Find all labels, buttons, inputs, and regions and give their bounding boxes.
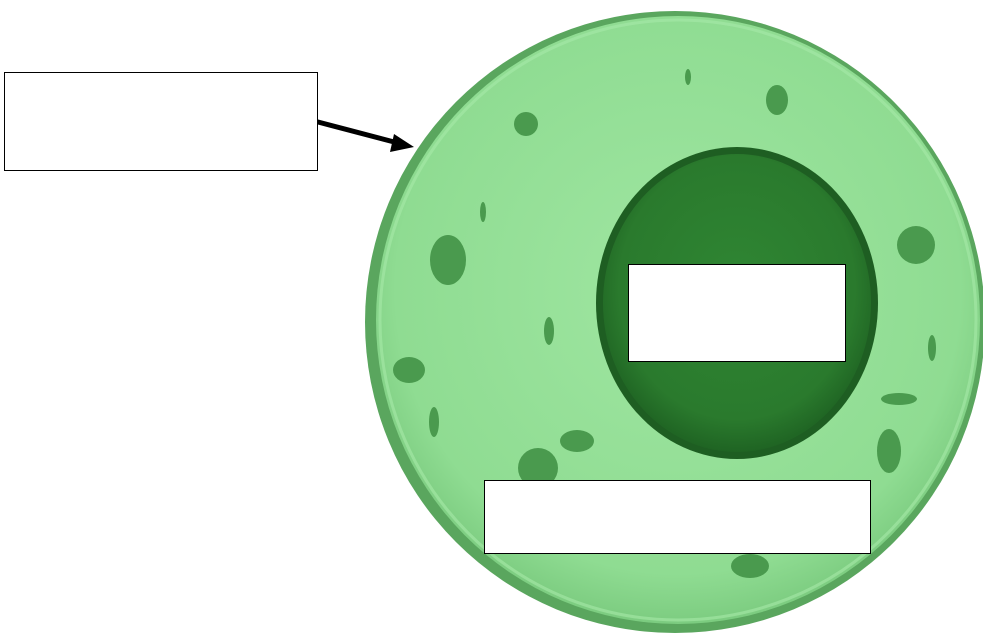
cell-inner-rim <box>378 18 978 622</box>
membrane-pointer-arrow <box>315 119 414 152</box>
organelle <box>766 85 788 115</box>
organelle <box>928 335 936 361</box>
organelle <box>430 235 466 285</box>
organelle <box>560 430 594 452</box>
organelle <box>897 226 935 264</box>
organelle <box>393 357 425 383</box>
organelle <box>429 407 439 437</box>
organelle <box>480 202 486 222</box>
organelle <box>518 448 558 488</box>
organelle <box>685 69 691 85</box>
organelle <box>514 112 538 136</box>
organelle <box>877 429 901 473</box>
nucleus-label-box[interactable] <box>628 264 846 362</box>
organelle <box>881 393 917 405</box>
cytoplasm-label-box[interactable] <box>484 480 871 554</box>
organelles <box>393 69 936 578</box>
membrane-label-box[interactable] <box>4 72 318 171</box>
organelle <box>731 554 769 578</box>
organelle <box>544 317 554 345</box>
